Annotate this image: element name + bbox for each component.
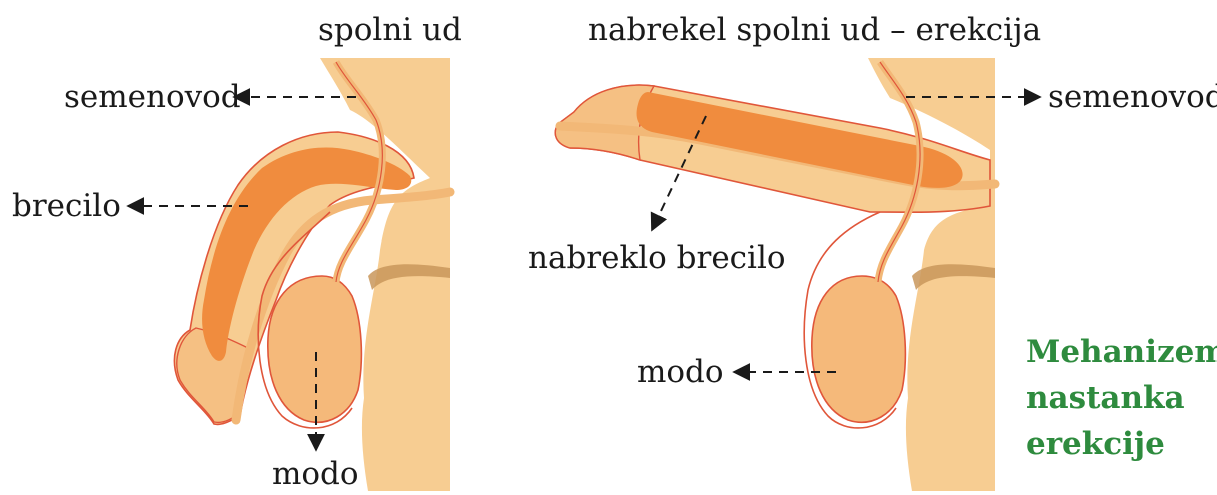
right-brecilo-label: nabreklo brecilo [528,240,786,276]
caption-line-3: erekcije [1026,426,1165,462]
caption: Mehanizem nastanka erekcije [1026,334,1217,462]
caption-line-1: Mehanizem [1026,334,1217,370]
left-modo-label: modo [272,456,359,491]
left-semenovod-callout: semenovod [64,79,356,115]
left-brecilo-callout: brecilo [12,188,248,224]
left-illustration [174,58,450,491]
left-title: spolni ud [318,12,462,48]
right-semenovod-label: semenovod [1048,79,1217,115]
right-modo-label: modo [637,354,724,390]
left-brecilo-label: brecilo [12,188,121,224]
right-title: nabrekel spolni ud – erekcija [588,12,1041,48]
left-semenovod-label: semenovod [64,79,241,115]
left-testis [268,276,362,422]
caption-line-2: nastanka [1026,380,1185,416]
right-testis [812,276,906,422]
